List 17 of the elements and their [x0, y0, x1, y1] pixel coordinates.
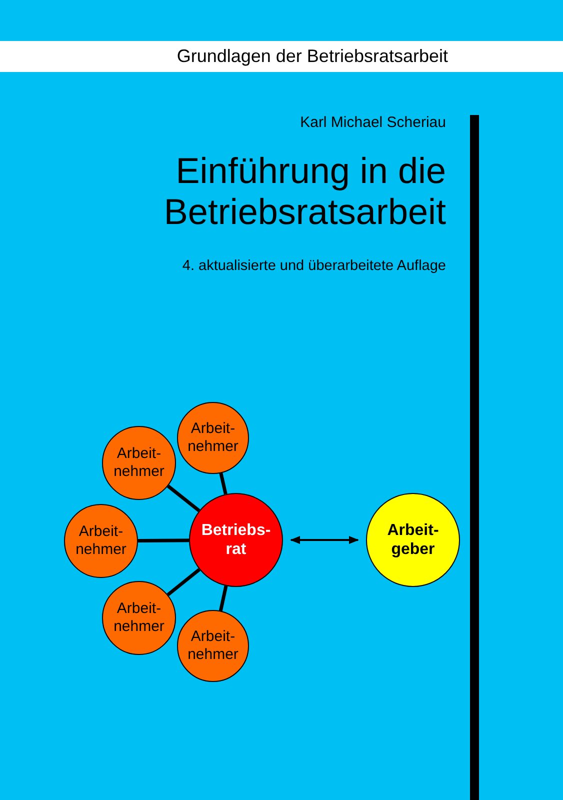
connector-line — [218, 586, 228, 612]
node-label: Arbeit- nehmer — [186, 420, 240, 456]
node-label: Arbeit- nehmer — [74, 523, 128, 559]
node-label: Arbeit- nehmer — [112, 600, 166, 636]
node-label: Arbeit- geber — [386, 520, 440, 560]
double-arrow — [290, 536, 359, 544]
node-label: Arbeit- nehmer — [112, 445, 166, 481]
connector-line — [166, 568, 200, 596]
connector-line — [166, 484, 200, 512]
node-label: Betriebs- rat — [201, 520, 271, 560]
node-label: Arbeit- nehmer — [186, 628, 240, 664]
connector-line — [219, 472, 228, 495]
author-name: Karl Michael Scheriau — [300, 114, 446, 131]
connector-line — [138, 538, 190, 542]
book-title: Einführung in die Betriebsratsarbeit — [162, 150, 446, 232]
edition-note: 4. aktualisierte und überarbeitete Auflage — [182, 258, 446, 274]
series-title: Grundlagen der Betriebsratsarbeit — [176, 46, 448, 67]
